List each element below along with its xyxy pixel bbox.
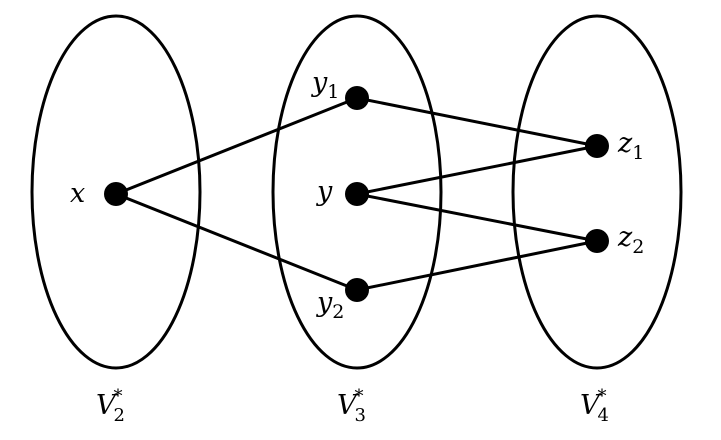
- vertex-y1: [345, 86, 369, 110]
- set-v4-label: V*4: [580, 386, 609, 426]
- vertex-z1-label: z1: [617, 128, 644, 164]
- vertex-x: [104, 182, 128, 206]
- edge-y1-z1: [355, 96, 599, 148]
- vertex-y-label: y: [316, 176, 333, 207]
- vertex-z1: [585, 134, 609, 158]
- edge-y-z2: [355, 192, 599, 243]
- vertex-x-label: x: [70, 178, 85, 209]
- vertex-y2: [345, 278, 369, 302]
- vertex-y2-label: y2: [316, 287, 344, 323]
- edge-y-z1: [355, 144, 599, 196]
- set-v2-label: V*2: [96, 386, 125, 426]
- vertex-y: [345, 182, 369, 206]
- edge-x-y1: [114, 96, 359, 196]
- set-v2-ellipse: [30, 14, 202, 370]
- set-v3-label: V*3: [337, 386, 366, 426]
- vertex-z2: [585, 229, 609, 253]
- set-v4-ellipse: [511, 14, 683, 370]
- edge-x-y2: [114, 192, 359, 292]
- set-v3-ellipse: [271, 14, 443, 370]
- edge-group: [114, 96, 599, 292]
- edge-y2-z2: [355, 239, 599, 292]
- vertex-y1-label: y1: [311, 67, 339, 103]
- vertex-z2-label: z2: [617, 222, 644, 258]
